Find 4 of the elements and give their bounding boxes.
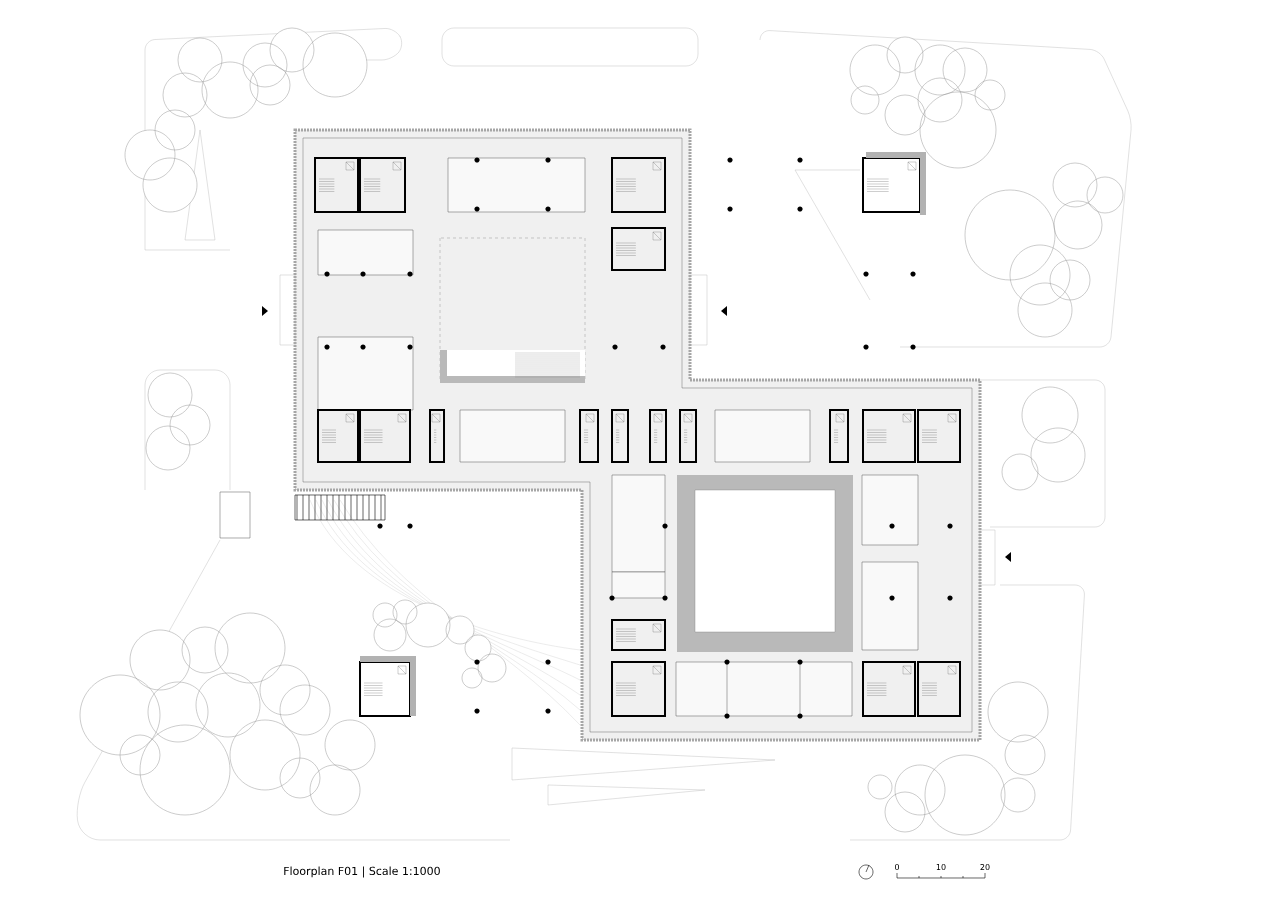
caption: Floorplan F01 | Scale 1:1000 — [284, 866, 440, 878]
scale-label: 0 — [895, 863, 900, 870]
scale-label: 10 — [936, 863, 946, 870]
scale-label: 20 — [980, 863, 990, 870]
